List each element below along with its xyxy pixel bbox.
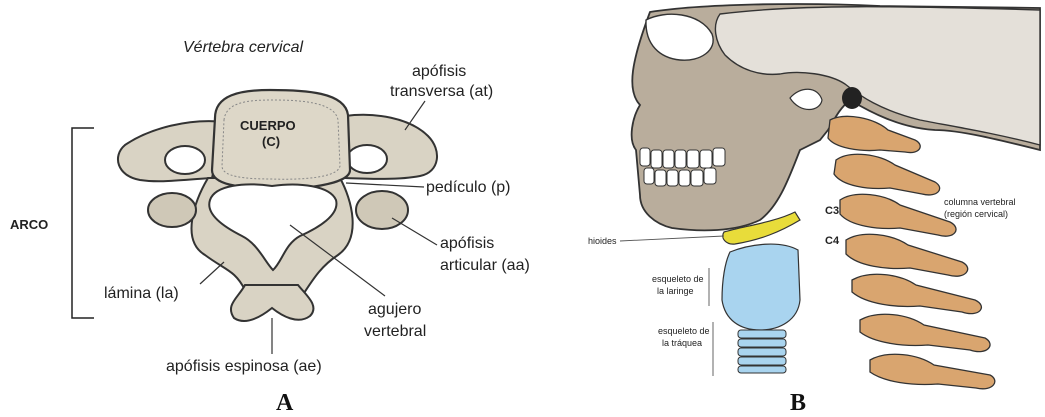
spinous-process xyxy=(231,285,314,321)
pediculo-label: pedículo (p) xyxy=(426,179,511,196)
apofisis-espinosa-label: apófisis espinosa (ae) xyxy=(166,358,322,375)
transverse-foramen-right xyxy=(347,145,387,173)
larynx-skeleton xyxy=(722,244,800,330)
traquea-label-line1: esqueleto de xyxy=(658,326,710,336)
lamina-label: lámina (la) xyxy=(104,285,179,302)
c3-label: C3 xyxy=(825,205,839,217)
panel-b: hioides esqueleto de la laringe esquelet… xyxy=(588,4,1040,416)
cuerpo-label-line1: CUERPO xyxy=(240,118,296,133)
panel-b-letter: B xyxy=(790,390,806,416)
leader-hioides xyxy=(620,236,724,241)
apofisis-transversa-label-line1: apófisis xyxy=(412,63,466,80)
panel-a-letter: A xyxy=(276,390,294,416)
hioides-label: hioides xyxy=(588,236,617,246)
laringe-label-line1: esqueleto de xyxy=(652,274,704,284)
arco-bracket xyxy=(72,128,94,318)
apofisis-articular-label-line2: articular (aa) xyxy=(440,257,530,274)
traquea-label-line2: la tráquea xyxy=(662,338,702,348)
agujero-vertebral-label-line1: agujero xyxy=(368,301,421,318)
laringe-label-line2: la laringe xyxy=(657,286,694,296)
cuerpo-label-line2: (C) xyxy=(262,134,280,149)
panel-a-title: Vértebra cervical xyxy=(183,39,303,56)
apofisis-transversa-label-line2: transversa (at) xyxy=(390,83,493,100)
cervical-spine xyxy=(828,116,995,388)
agujero-vertebral-label-line2: vertebral xyxy=(364,323,426,340)
trachea-rings xyxy=(738,330,786,373)
leader-pediculo xyxy=(346,183,424,187)
arco-label: ARCO xyxy=(10,217,48,232)
vertebral-body xyxy=(212,90,350,188)
leader-lamina xyxy=(200,262,224,284)
apofisis-articular-label-line1: apófisis xyxy=(440,235,494,252)
transverse-foramen-left xyxy=(165,146,205,174)
columna-label-line2: (región cervical) xyxy=(944,209,1008,219)
c4-label: C4 xyxy=(825,235,840,247)
leader-articular xyxy=(392,218,437,245)
ear-canal xyxy=(842,87,862,109)
columna-label-line1: columna vertebral xyxy=(944,197,1016,207)
panel-a: Vértebra cervical ARCO CUE xyxy=(10,39,530,416)
articular-process-left xyxy=(148,193,196,227)
